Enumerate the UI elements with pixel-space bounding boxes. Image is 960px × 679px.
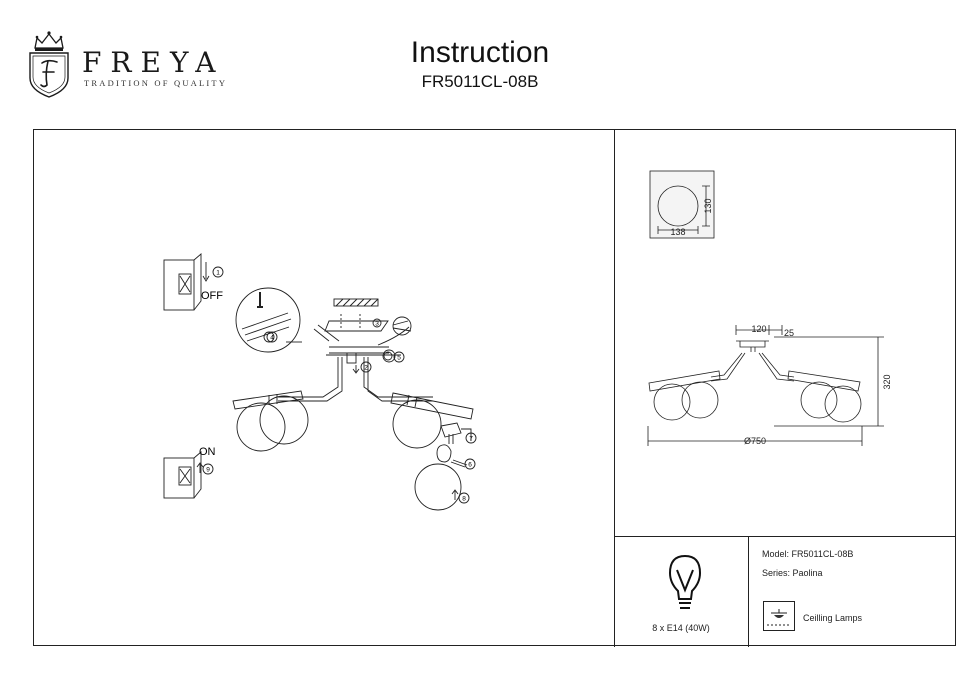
total-height-label: 320 <box>882 374 892 389</box>
model-info: Model: FR5011CL-08B <box>762 549 854 559</box>
brand-tagline: TRADITION OF QUALITY <box>84 78 228 88</box>
frame-divider-vertical <box>614 130 615 647</box>
info-divider <box>748 536 749 647</box>
freya-crest-logo <box>29 31 69 98</box>
step-number: 7 <box>469 436 473 443</box>
instruction-frame <box>33 129 956 647</box>
step-number: 4 <box>270 335 274 342</box>
step-number: 5 <box>397 355 401 362</box>
bulb-icon <box>668 554 702 609</box>
on-label: ON <box>199 446 216 458</box>
brand-name: FREYA <box>82 46 225 79</box>
step-number: 2 <box>364 365 368 372</box>
model-code: FR5011CL-08B <box>421 72 539 91</box>
ceiling-lamp-icon <box>763 601 795 631</box>
series-info: Series: Paolina <box>762 568 823 578</box>
wall-switch-on-icon <box>163 451 204 499</box>
step-number: 9 <box>206 467 210 474</box>
document-title: Instruction <box>410 36 550 69</box>
wall-switch-off-icon <box>163 253 210 311</box>
step-number: 3 <box>375 321 379 328</box>
step-number: 1 <box>216 270 220 277</box>
total-diameter-label: Ø750 <box>744 436 766 446</box>
dimension-drawings: 130 138 120 25 320 Ø750 <box>647 170 892 446</box>
step-number: 8 <box>462 496 466 503</box>
canopy-height-label: 25 <box>784 328 794 338</box>
installation-diagram: OFF ON 1 2 3 4 5 6 7 8 9 <box>163 253 477 511</box>
canopy-diameter-label: 120 <box>751 324 766 334</box>
frame-divider-horizontal <box>614 536 956 537</box>
shade-height-label: 130 <box>703 198 713 213</box>
step-number: 6 <box>468 462 472 469</box>
shade-width-label: 138 <box>670 227 685 237</box>
category-label: Ceilling Lamps <box>803 613 863 623</box>
bulb-spec: 8 x E14 (40W) <box>652 623 710 633</box>
off-label: OFF <box>201 290 223 302</box>
